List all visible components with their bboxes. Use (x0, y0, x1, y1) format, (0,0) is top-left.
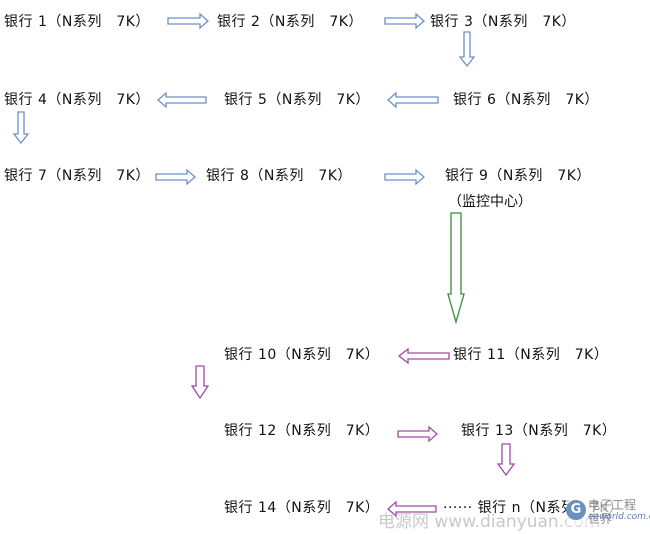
arrow-b1-to-b2 (167, 12, 209, 30)
node-bank-8: 银行 8（N系列 7K） (206, 168, 352, 184)
node-bank-11: 银行 11（N系列 7K） (453, 347, 609, 363)
node-bank-7: 银行 7（N系列 7K） (4, 168, 150, 184)
node-bank-9-monitoring-center: （监控中心） (448, 194, 532, 210)
arrow-b11-to-b10 (397, 347, 450, 365)
logo-g-icon: G (566, 500, 586, 520)
logo-url: eeworld.com.cn (588, 512, 650, 522)
arrow-b3-to-b6 (458, 31, 476, 68)
node-bank-9: 银行 9（N系列 7K） (445, 168, 591, 184)
node-bank-6: 银行 6（N系列 7K） (453, 92, 599, 108)
node-bank-10: 银行 10（N系列 7K） (224, 347, 380, 363)
arrow-b8-to-b9 (384, 168, 425, 186)
node-bank-1: 银行 1（N系列 7K） (4, 14, 150, 30)
node-bank-4: 银行 4（N系列 7K） (4, 92, 150, 108)
arrow-b6-to-b5 (387, 91, 439, 109)
node-bank-14: 银行 14（N系列 7K） (224, 500, 380, 516)
arrow-b10-to-b12 (190, 365, 210, 400)
arrow-b2-to-b3 (384, 12, 425, 30)
arrow-b4-to-b7 (12, 111, 30, 145)
arrow-b12-to-b13 (397, 425, 438, 443)
node-bank-2: 银行 2（N系列 7K） (217, 14, 363, 30)
arrow-b13-to-bn (496, 443, 516, 477)
node-bank-12: 银行 12（N系列 7K） (224, 423, 380, 439)
node-bank-3: 银行 3（N系列 7K） (430, 14, 576, 30)
logo-chinese-name: 电子工程世界 (588, 498, 637, 526)
node-bank-5: 银行 5（N系列 7K） (224, 92, 370, 108)
arrow-b9-to-b11 (447, 212, 465, 325)
watermark-logo: G 电子工程世界 eeworld.com.cn (566, 498, 650, 526)
arrow-b7-to-b8 (155, 168, 196, 186)
node-bank-13: 银行 13（N系列 7K） (461, 423, 617, 439)
watermark-text: 电源网 www.dianyuan.com (378, 512, 601, 532)
arrow-bn-to-b14 (387, 500, 437, 518)
arrow-b5-to-b4 (157, 91, 207, 109)
